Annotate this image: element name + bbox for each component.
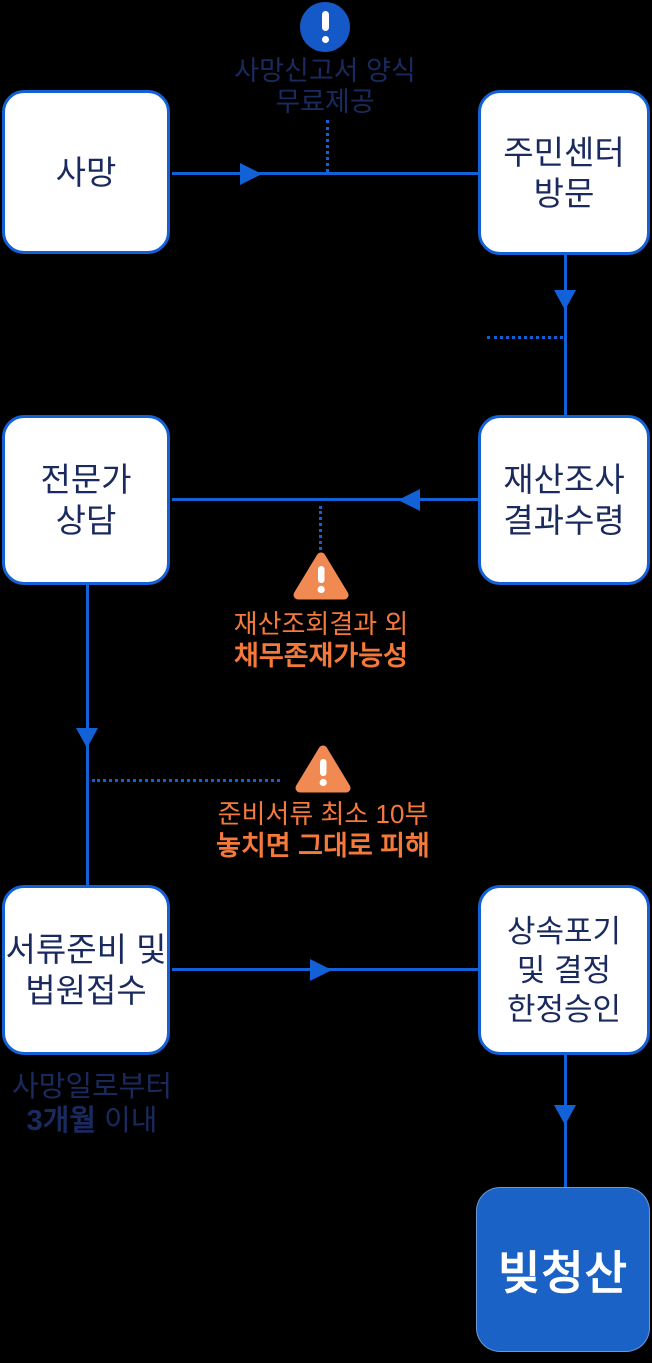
- warning1-line2: 채무존재가능성: [234, 641, 408, 671]
- node-renounce-line2: 및 결정: [516, 952, 612, 988]
- node-docs-line1: 서류준비 및: [5, 931, 167, 968]
- node-renounce-inheritance: 상속포기 및 결정 한정승인: [478, 885, 650, 1055]
- node-document-filing: 서류준비 및 법원접수: [2, 885, 170, 1055]
- connector-death-to-center: [172, 172, 478, 175]
- connector-property-to-expert: [172, 498, 478, 501]
- node-renounce-line3: 한정승인: [506, 991, 622, 1027]
- node-death-label: 사망: [55, 153, 117, 191]
- deadline-note-line1: 사망일로부터: [11, 1071, 173, 1103]
- arrowhead-down-1: [554, 290, 576, 310]
- arrowhead-right-1: [240, 162, 262, 185]
- deadline-note: 사망일로부터 3개월 이내: [0, 1070, 184, 1138]
- free-form-note: 사망신고서 양식 무료제공: [195, 56, 455, 118]
- dotted-connector-top: [326, 120, 329, 172]
- warning2-line2: 놓치면 그대로 피해: [216, 831, 430, 861]
- node-community-center-line1: 주민센터: [503, 133, 625, 171]
- info-exclamation-icon: [300, 2, 350, 52]
- warning2-text: 준비서류 최소 10부 놓치면 그대로 피해: [163, 798, 483, 862]
- warning1-line1: 재산조회결과 외: [233, 609, 409, 639]
- node-docs-line2: 법원접수: [25, 972, 147, 1009]
- node-expert-consult: 전문가 상담: [2, 415, 170, 585]
- free-form-note-line1: 사망신고서 양식: [234, 56, 416, 86]
- node-community-center-line2: 방문: [533, 174, 595, 212]
- deadline-note-line2: 3개월 이내: [0, 1104, 184, 1138]
- deadline-note-rest: 이내: [96, 1105, 158, 1137]
- node-expert-line2: 상담: [55, 502, 117, 539]
- arrowhead-down-2: [76, 728, 98, 748]
- dotted-connector-warning1: [319, 506, 322, 550]
- node-renounce-line1: 상속포기: [506, 913, 622, 949]
- dotted-connector-right: [487, 336, 563, 339]
- connector-center-to-property: [563, 255, 567, 415]
- arrowhead-right-2: [310, 958, 332, 981]
- arrowhead-left-1: [398, 488, 420, 511]
- node-death: 사망: [2, 90, 170, 254]
- dotted-connector-warning2: [92, 779, 280, 782]
- warning-triangle-icon-2: [295, 745, 351, 793]
- node-property-line2: 결과수령: [503, 502, 625, 539]
- node-debt-settlement: 빚청산: [476, 1187, 650, 1352]
- node-property-line1: 재산조사: [503, 461, 625, 498]
- node-expert-line1: 전문가: [40, 461, 132, 498]
- warning1-text: 재산조회결과 외 채무존재가능성: [161, 608, 481, 672]
- node-debt-settlement-label: 빚청산: [498, 1246, 628, 1299]
- warning2-line1: 준비서류 최소 10부: [217, 799, 429, 829]
- deadline-note-bold: 3개월: [26, 1105, 97, 1137]
- warning-triangle-icon-1: [293, 552, 349, 600]
- arrowhead-down-3: [554, 1105, 576, 1125]
- node-community-center: 주민센터 방문: [478, 90, 650, 255]
- free-form-note-line2: 무료제공: [275, 87, 375, 117]
- node-property-survey: 재산조사 결과수령: [478, 415, 650, 585]
